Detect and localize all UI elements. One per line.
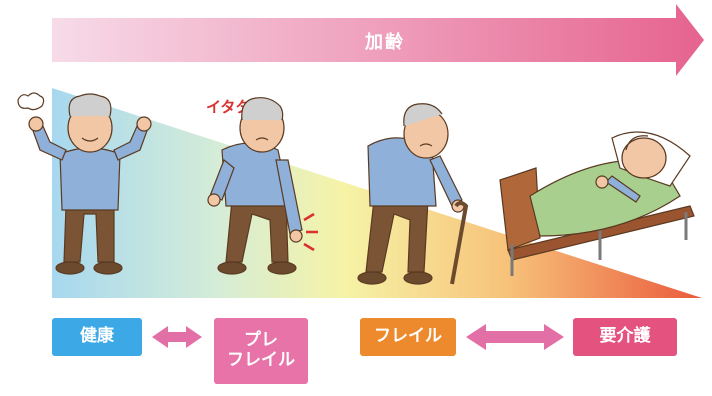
- cane-elder-figure: [357, 103, 469, 285]
- stage-label-care-needed: 要介護: [573, 318, 677, 356]
- connector-arrow-kenko-pre: [152, 326, 202, 348]
- aging-arrow: [52, 4, 704, 76]
- bedridden-elder-figure: [499, 131, 695, 276]
- puff-icon: [17, 92, 45, 111]
- stage-label-text-line1: プレ: [244, 330, 278, 351]
- connector-arrow-frail-care: [466, 324, 564, 350]
- aging-arrow-label: 加齢: [365, 32, 405, 53]
- stage-label-text: フレイル: [374, 326, 442, 347]
- stage-label-frail: フレイル: [360, 318, 456, 356]
- stage-label-prefrail: プレ フレイル: [214, 318, 308, 384]
- stage-label-text: 健康: [80, 326, 114, 347]
- stage-label-text-line2: フレイル: [227, 350, 295, 370]
- knee-pain-elder-figure: イタタタ: [206, 97, 318, 275]
- stage-label-healthy: 健康: [52, 318, 142, 356]
- healthy-elder-figure: [17, 92, 152, 275]
- stage-label-text: 要介護: [599, 326, 651, 347]
